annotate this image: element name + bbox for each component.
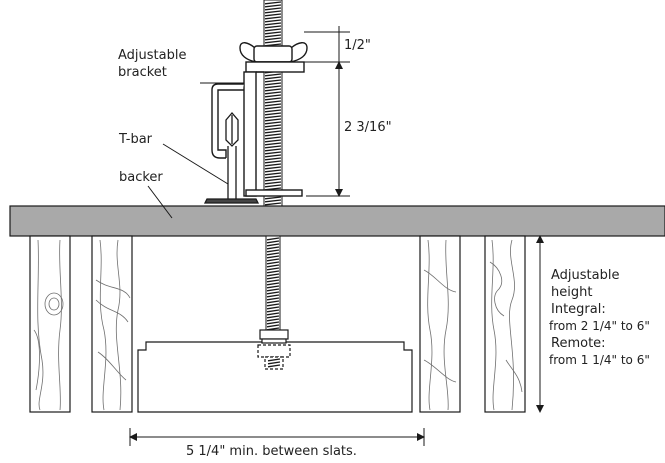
label-height-6: from 1 1/4" to 6" [549,353,650,367]
threaded-rod-upper [263,0,283,207]
label-height-5: Remote: [551,336,606,351]
fixture-housing [137,341,413,413]
label-dim-2-3-16: 2 3/16" [344,120,392,135]
label-dim-half-inch: 1/2" [344,38,371,53]
backer-board [9,205,665,237]
leader-lines [147,82,244,219]
label-height-2: height [551,285,593,300]
label-adjustable-bracket-line2: bracket [118,65,167,80]
slat-4 [484,235,526,413]
label-min-between-slats: 5 1/4" min. between slats. [186,444,357,459]
dimension-lines [129,26,544,446]
label-height-1: Adjustable [551,268,620,283]
wood-slats [29,235,526,413]
label-t-bar: T-bar [119,132,153,147]
label-adjustable-bracket-line1: Adjustable [118,48,187,63]
label-height-3: Integral: [551,302,606,317]
slat-3 [419,235,461,413]
t-bar-clip [203,112,260,204]
fixture-nut [257,329,291,370]
wing-nut [239,42,308,63]
label-height-4: from 2 1/4" to 6" [549,319,650,333]
slat-2 [91,235,133,413]
label-backer: backer [119,170,163,185]
threaded-rod-lower [265,235,281,335]
slat-1 [29,235,71,413]
